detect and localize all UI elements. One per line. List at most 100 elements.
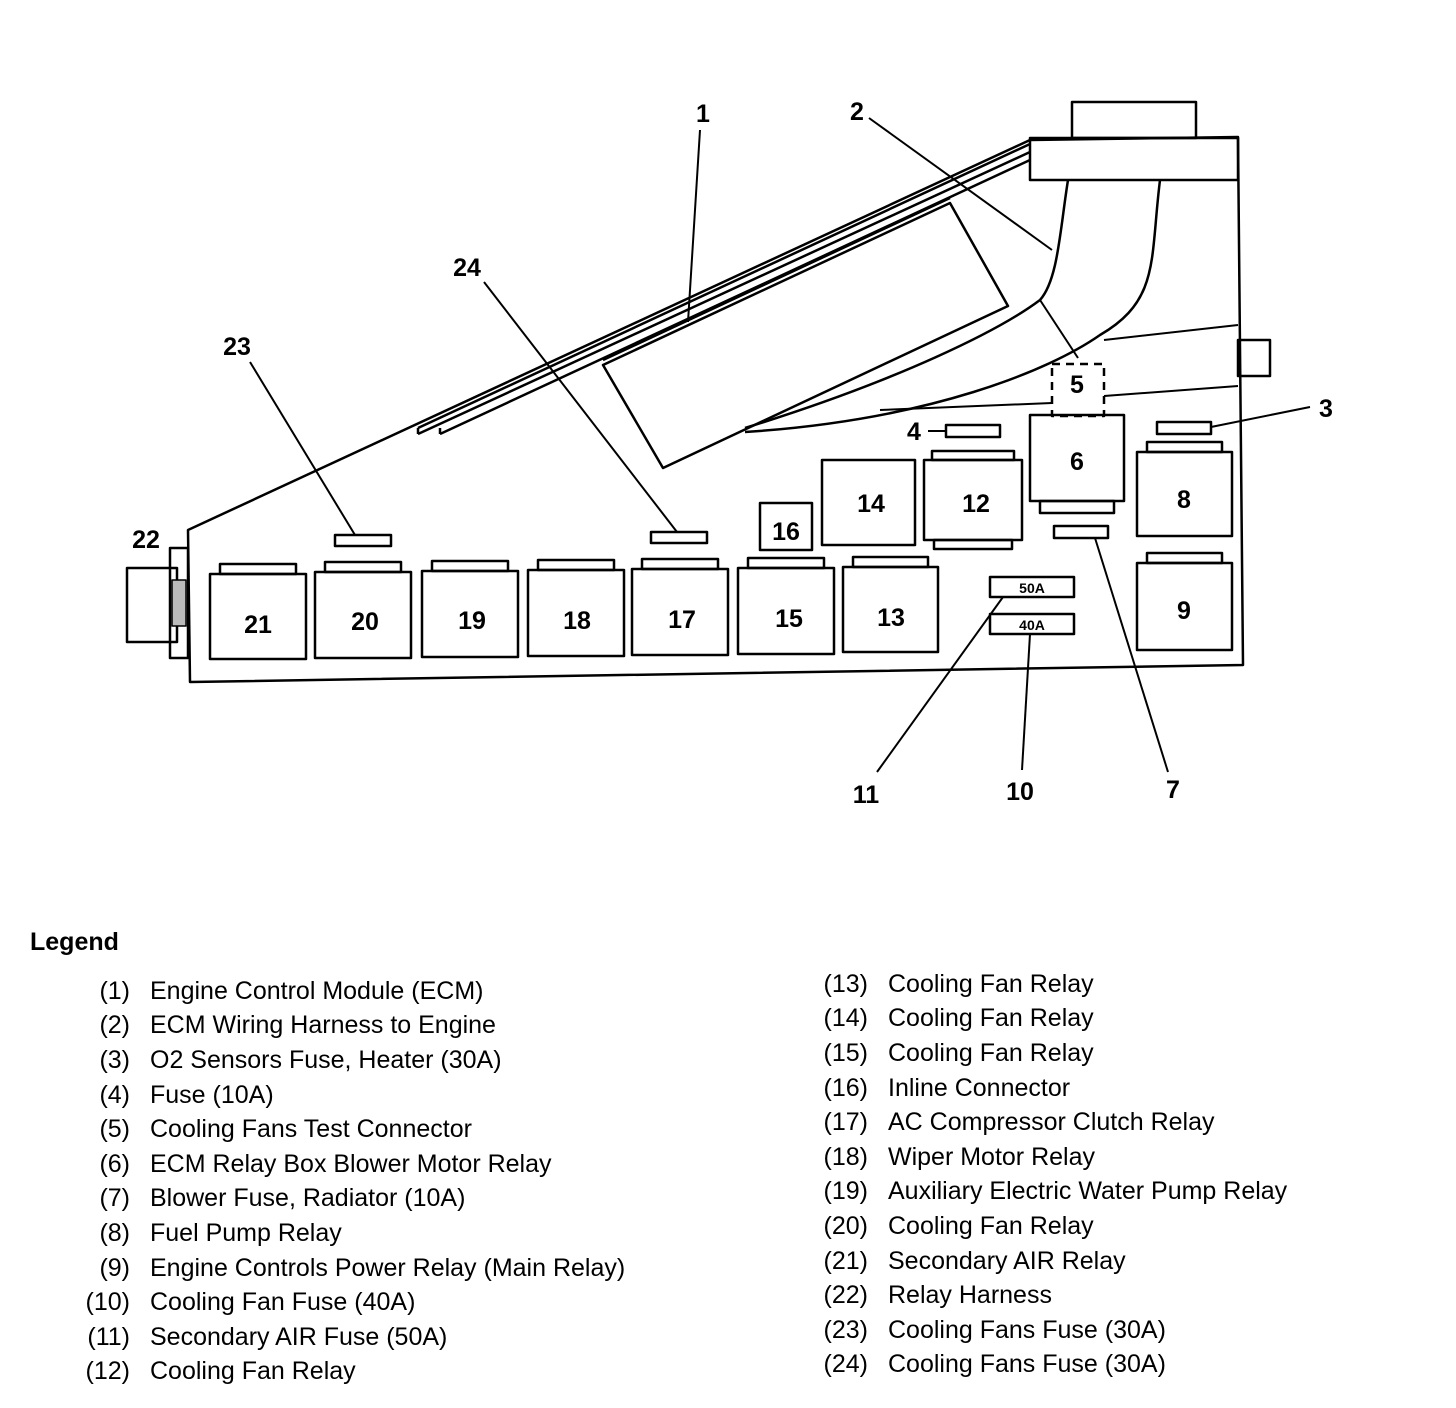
top-connector-base [1028, 136, 1240, 182]
legend-item: (17) AC Compressor Clutch Relay [812, 1105, 1287, 1140]
legend-item: (11) Secondary AIR Fuse (50A) [80, 1320, 625, 1355]
legend-title: Legend [30, 928, 119, 956]
legend-item-number: (8) [99, 1218, 130, 1247]
fuse-10-40a [988, 612, 1076, 636]
legend-item: (13) Cooling Fan Relay [812, 967, 1287, 1002]
callout-23: 23 [223, 333, 251, 361]
fuse-3 [1155, 420, 1213, 436]
ecm-module [601, 201, 1010, 470]
legend-item: (6)ECM Relay Box Blower Motor Relay [80, 1147, 625, 1182]
legend-item-text: ECM Relay Box Blower Motor Relay [150, 1149, 552, 1178]
legend-item-number: (11) [87, 1322, 130, 1351]
legend-item: (4)Fuse (10A) [80, 1078, 625, 1113]
legend-item-number: (19) [823, 1177, 868, 1206]
legend-item-text: Cooling Fan Relay [150, 1357, 356, 1386]
callout-2: 2 [850, 98, 864, 126]
legend-item: (16) Inline Connector [812, 1071, 1287, 1106]
legend-item-text: O2 Sensors Fuse, Heater (30A) [150, 1045, 502, 1074]
legend-item: (14) Cooling Fan Relay [812, 1002, 1287, 1037]
legend-item-text: ECM Wiring Harness to Engine [150, 1011, 496, 1040]
legend-item: (8) Fuel Pump Relay [80, 1216, 625, 1251]
component-21-label: 21 [244, 611, 272, 639]
legend-item-text: Cooling Fan Relay [888, 1004, 1094, 1033]
legend-item-text: Inline Connector [888, 1073, 1071, 1102]
legend-item-text: Cooling Fans Test Connector [150, 1115, 472, 1144]
component-15-label: 15 [775, 605, 803, 633]
legend-item-number: (13) [823, 969, 868, 998]
legend-item-text: Secondary AIR Fuse (50A) [150, 1322, 448, 1351]
callout-24: 24 [453, 254, 481, 282]
legend-item: (22) Relay Harness [812, 1278, 1287, 1313]
legend-item: (24) Cooling Fans Fuse (30A) [812, 1348, 1287, 1383]
legend-item: (9) Engine Controls Power Relay (Main Rel… [80, 1251, 625, 1286]
fuse-11-50a [988, 575, 1076, 599]
legend-item-text: Cooling Fan Relay [888, 969, 1094, 998]
legend-item-number: (5) [99, 1115, 130, 1144]
legend-item-text: Cooling Fan Relay [888, 1211, 1094, 1240]
callout-22: 22 [132, 526, 160, 554]
callout-7: 7 [1166, 776, 1180, 804]
fuse-rating-40a: 40A [1019, 617, 1045, 633]
legend-item-number: (24) [823, 1350, 868, 1379]
legend-item-number: (16) [823, 1073, 868, 1102]
legend-item-number: (3) [99, 1045, 130, 1074]
fuse-7 [1052, 524, 1110, 540]
relay-box-housing [186, 135, 1245, 684]
legend-item-text: Engine Control Module (ECM) [150, 976, 484, 1005]
ecm-wiring-harness [744, 179, 1070, 430]
legend-item-number: (18) [823, 1142, 868, 1171]
legend-item-text: Relay Harness [888, 1281, 1052, 1310]
legend-item-number: (7) [99, 1184, 130, 1213]
legend-item-number: (10) [85, 1288, 130, 1317]
legend-item-text: Wiper Motor Relay [888, 1142, 1095, 1171]
legend-item: (21)Secondary AIR Relay [812, 1244, 1287, 1279]
legend-item-number: (4) [99, 1080, 130, 1109]
legend-item-text: Secondary AIR Relay [888, 1246, 1126, 1275]
legend-item-number: (17) [823, 1108, 868, 1137]
legend-item: (23)Cooling Fans Fuse (30A) [812, 1313, 1287, 1348]
legend-item: (5) Cooling Fans Test Connector [80, 1112, 625, 1147]
component-16-label: 16 [772, 518, 800, 546]
component-17-label: 17 [668, 606, 696, 634]
relay-14 [820, 458, 917, 547]
component-18-label: 18 [563, 607, 591, 635]
legend-item-number: (15) [823, 1038, 868, 1067]
legend-item-number: (14) [823, 1004, 868, 1033]
component-13-label: 13 [877, 604, 905, 632]
legend-item-number: (9) [99, 1253, 130, 1282]
legend-item: (20) Cooling Fan Relay [812, 1209, 1287, 1244]
legend-item: (7) Blower Fuse, Radiator (10A) [80, 1182, 625, 1217]
side-bracket [1236, 338, 1272, 378]
inline-connector-16 [758, 501, 814, 552]
legend-column-right: (13) Cooling Fan Relay (14) Cooling Fan Re… [812, 967, 1288, 1383]
component-20-label: 20 [351, 608, 379, 636]
legend-item-text: Blower Fuse, Radiator (10A) [150, 1184, 466, 1213]
legend-item: (1)Engine Control Module (ECM) [80, 974, 625, 1009]
legend-item: (19) Auxiliary Electric Water Pump Relay [812, 1175, 1288, 1210]
legend-item: (2)ECM Wiring Harness to Engine [80, 1009, 625, 1044]
component-8-label: 8 [1177, 486, 1191, 514]
fuse-23 [333, 533, 393, 548]
component-14-label: 14 [857, 490, 885, 518]
legend-item: (12)Cooling Fan Relay [80, 1355, 625, 1390]
legend-item-number: (23) [823, 1315, 868, 1344]
fuse-4 [944, 423, 1002, 439]
component-19-label: 19 [458, 607, 486, 635]
legend-item-text: AC Compressor Clutch Relay [888, 1108, 1215, 1137]
component-9-label: 9 [1177, 597, 1191, 625]
legend-item-text: Cooling Fans Fuse (30A) [888, 1350, 1166, 1379]
top-connector-block [1070, 100, 1198, 140]
legend-column-left: (1)Engine Control Module (ECM) (2)ECM Wi… [80, 974, 626, 1390]
legend-item-text: Cooling Fan Fuse (40A) [150, 1288, 416, 1317]
legend-item-number: (22) [823, 1281, 868, 1310]
component-5-label: 5 [1070, 371, 1084, 399]
fuse-rating-50a: 50A [1019, 580, 1045, 596]
legend-item-text: Auxiliary Electric Water Pump Relay [888, 1177, 1288, 1206]
fuse-24 [649, 530, 709, 545]
callout-11: 11 [853, 781, 880, 809]
legend-item-text: Engine Controls Power Relay (Main Relay) [150, 1253, 626, 1282]
legend-item-text: Fuel Pump Relay [150, 1218, 342, 1247]
legend-item: (10) Cooling Fan Fuse (40A) [80, 1285, 625, 1320]
legend-item-number: (20) [823, 1211, 868, 1240]
component-12-label: 12 [962, 490, 990, 518]
